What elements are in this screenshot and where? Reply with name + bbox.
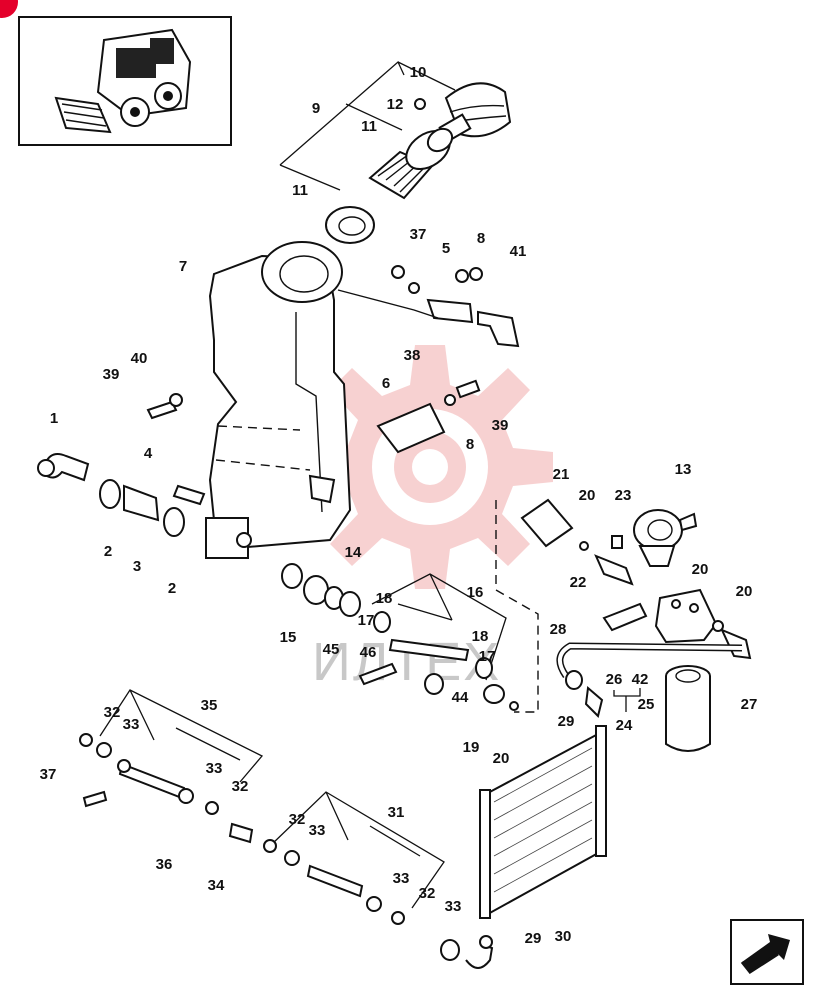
callout-25: 25 [638, 696, 655, 713]
callout-36: 36 [156, 856, 173, 873]
shield-plate-icon [376, 379, 481, 454]
manifold-42-icon [602, 588, 752, 660]
callout-31: 31 [388, 804, 405, 821]
leader-group-9 [279, 60, 456, 191]
tube-35-icon [79, 733, 219, 815]
callout-33: 33 [393, 870, 410, 887]
callout-1: 1 [50, 410, 58, 427]
callout-39: 39 [103, 366, 120, 383]
callout-12: 12 [387, 96, 404, 113]
callout-42: 42 [632, 671, 649, 688]
callout-8: 8 [477, 230, 485, 247]
callout-4: 4 [144, 445, 153, 462]
inline-filter-icon [99, 479, 185, 537]
callout-34: 34 [208, 877, 225, 894]
callout-20: 20 [579, 487, 596, 504]
callout-9: 9 [312, 100, 320, 117]
callout-38: 38 [404, 347, 421, 364]
callout-33: 33 [123, 716, 140, 733]
skid-steer-thumbnail [18, 16, 232, 146]
callout-32: 32 [232, 778, 249, 795]
leader-group-31 [269, 791, 445, 909]
callout-37: 37 [410, 226, 427, 243]
callout-41: 41 [510, 243, 527, 260]
callout-20: 20 [736, 583, 753, 600]
leader-group-16 [371, 573, 507, 681]
callout-44: 44 [452, 689, 469, 706]
valve-21-icon [520, 498, 634, 586]
tube-46-icon [358, 611, 493, 695]
tube-31-icon [263, 839, 405, 925]
callout-20: 20 [493, 750, 510, 767]
callout-13: 13 [675, 461, 692, 478]
callout-23: 23 [615, 487, 632, 504]
callout-20: 20 [692, 561, 709, 578]
leader-group-35 [99, 689, 264, 783]
connector-34-icon [228, 822, 254, 844]
elbow-fitting-icon [37, 453, 90, 482]
callout-45: 45 [323, 641, 340, 658]
screw-12-icon [414, 98, 426, 110]
callout-5: 5 [442, 240, 450, 257]
callout-3: 3 [133, 558, 141, 575]
callout-17: 17 [479, 648, 496, 665]
callout-32: 32 [289, 811, 306, 828]
callout-7: 7 [179, 258, 187, 275]
callout-35: 35 [201, 697, 218, 714]
callout-33: 33 [445, 898, 462, 915]
callout-10: 10 [410, 64, 427, 81]
callout-11: 11 [292, 182, 308, 199]
corner-badge-icon [0, 0, 18, 18]
callout-8: 8 [466, 436, 474, 453]
callout-33: 33 [206, 760, 223, 777]
callout-17: 17 [358, 612, 375, 629]
callout-29: 29 [558, 713, 575, 730]
callout-29: 29 [525, 930, 542, 947]
callout-40: 40 [131, 350, 148, 367]
gasket-11-icon [325, 206, 375, 244]
leader-group-24 [613, 688, 641, 712]
callout-30: 30 [555, 928, 572, 945]
callout-19: 19 [463, 739, 480, 756]
callout-16: 16 [467, 584, 484, 601]
callout-18: 18 [472, 628, 489, 645]
callout-37: 37 [40, 766, 57, 783]
bottom-elbow-icon [440, 935, 494, 969]
callout-39: 39 [492, 417, 509, 434]
fitting-group-15-icon [281, 563, 361, 617]
callout-21: 21 [553, 466, 570, 483]
callout-32: 32 [419, 885, 436, 902]
callout-18: 18 [376, 590, 393, 607]
oil-cooler-30-icon [479, 725, 607, 919]
callout-11: 11 [361, 118, 377, 135]
mounting-bracket-icon [337, 265, 520, 348]
callout-26: 26 [606, 671, 623, 688]
callout-33: 33 [309, 822, 326, 839]
hose-route-dashed [495, 500, 539, 713]
fitting-19-icon [483, 684, 519, 711]
next-page-arrow-icon[interactable] [730, 919, 804, 985]
callout-2: 2 [168, 580, 176, 597]
strainer-icon [368, 127, 454, 200]
callout-22: 22 [570, 574, 587, 591]
callout-27: 27 [741, 696, 758, 713]
callout-6: 6 [382, 375, 390, 392]
callout-2: 2 [104, 543, 112, 560]
oil-filter-25-icon [665, 665, 711, 752]
callout-15: 15 [280, 629, 297, 646]
hydraulic-tank-icon [205, 241, 352, 559]
sensor-4-icon [172, 484, 206, 506]
callout-32: 32 [104, 704, 121, 721]
callout-46: 46 [360, 644, 377, 661]
callout-14: 14 [345, 544, 362, 561]
hose-28-icon [556, 642, 743, 679]
callout-28: 28 [550, 621, 567, 638]
callout-24: 24 [616, 717, 633, 734]
pump-13-icon [633, 509, 698, 567]
bolt-39-icon [146, 393, 183, 420]
